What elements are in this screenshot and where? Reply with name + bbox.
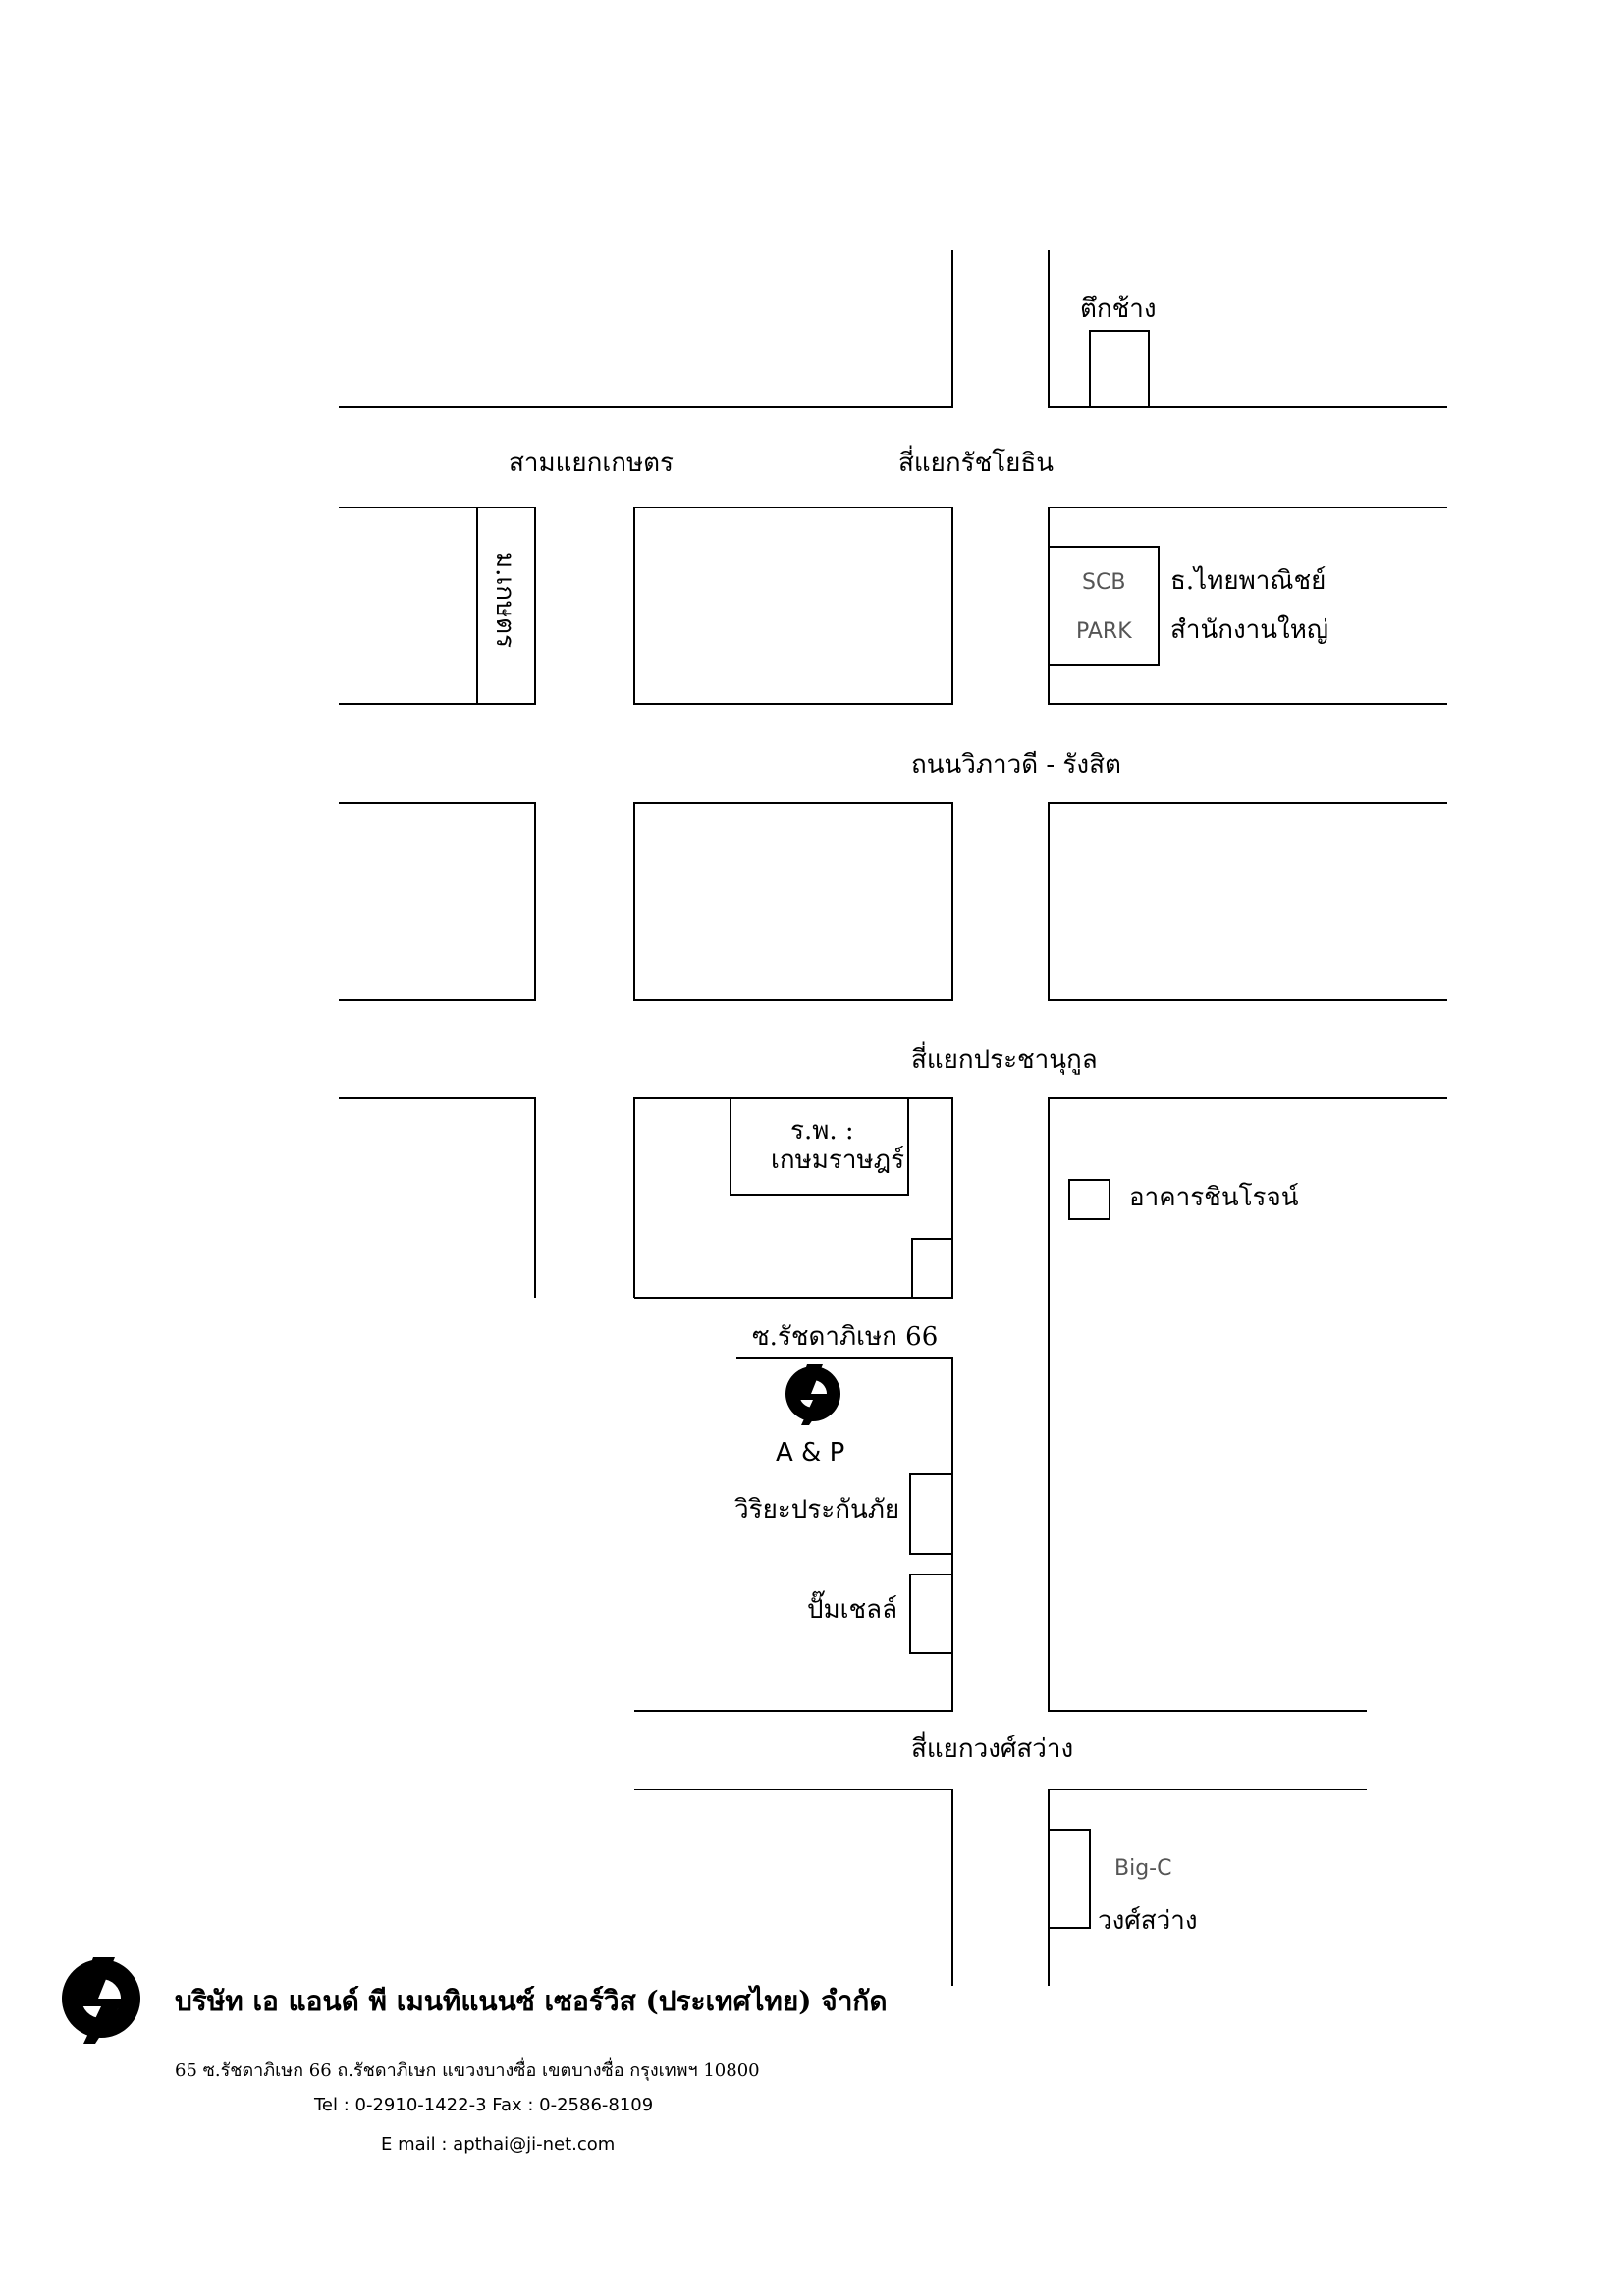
label-scb-bank-line2: สำนักงานใหญ่ xyxy=(1170,615,1328,645)
label-si-yaek-ratchayothin: สี่แยกรัชโยธิน xyxy=(898,445,1054,478)
block-bottom-left xyxy=(634,1789,953,1986)
block-row3-center xyxy=(633,802,953,1001)
label-viriyah-insurance: วิริยะประกันภัย xyxy=(734,1495,899,1524)
kasetsart-strip xyxy=(476,507,536,705)
small-building-near-soi xyxy=(911,1238,953,1299)
company-logo-icon xyxy=(62,1957,140,2044)
company-phone-fax: Tel : 0-2910-1422-3 Fax : 0-2586-8109 xyxy=(314,2095,654,2115)
block-row2-center xyxy=(633,507,953,705)
bigc-building xyxy=(1049,1829,1091,1929)
block-row3-left xyxy=(339,802,536,1001)
label-si-yaek-wong-sawang: สี่แยกวงศ์สว่าง xyxy=(911,1731,1073,1764)
block-row4-center xyxy=(633,1097,953,1299)
label-scb-park-line2: PARK xyxy=(1076,619,1132,644)
label-chinnaroj-building: อาคารชินโรจน์ xyxy=(1129,1182,1299,1212)
label-sam-yaek-kaset: สามแยกเกษตร xyxy=(509,449,674,478)
chinnaroj-building xyxy=(1068,1179,1110,1220)
label-shell-station: ปั๊มเชลล์ xyxy=(807,1590,897,1625)
scb-park-building xyxy=(1048,546,1160,666)
company-email: E mail : apthai@ji-net.com xyxy=(381,2134,616,2155)
block-bottom-right xyxy=(1048,1789,1367,1986)
company-name: บริษัท เอ แอนด์ พี เมนทิแนนซ์ เซอร์วิส (… xyxy=(175,1985,888,2017)
label-kasetsart-university: ม.เกษตร xyxy=(490,552,519,648)
block-row2-right xyxy=(1048,507,1447,705)
label-vibhavadi-rangsit-road: ถนนวิภาวดี - รังสิต xyxy=(911,750,1121,779)
company-address: 65 ซ.รัชดาภิเษก 66 ถ.รัชดาภิเษก แขวงบางซ… xyxy=(175,2060,760,2081)
label-hospital-line1: ร.พ. : xyxy=(790,1116,854,1146)
label-bigc-line2: วงศ์สว่าง xyxy=(1098,1906,1198,1936)
ap-logo-icon xyxy=(785,1364,840,1425)
viriyah-building xyxy=(909,1473,953,1555)
label-scb-bank-line1: ธ.ไทยพาณิชย์ xyxy=(1170,565,1326,596)
shell-station-building xyxy=(909,1574,953,1654)
block-row4-left xyxy=(339,1097,536,1298)
label-tuk-chang: ตึกช้าง xyxy=(1080,294,1157,324)
label-ap: A & P xyxy=(776,1438,844,1468)
block-row3-right xyxy=(1048,802,1447,1001)
block-top-left xyxy=(339,250,953,408)
block-row4-right xyxy=(1048,1097,1447,1712)
label-soi-ratchadaphisek-66: ซ.รัชดาภิเษก 66 xyxy=(752,1322,938,1352)
label-bigc-line1: Big-C xyxy=(1114,1856,1171,1881)
label-si-yaek-prachanukul: สี่แยกประชานุกูล xyxy=(911,1041,1098,1075)
kasemrad-hospital-building xyxy=(730,1097,909,1196)
tuk-chang-building xyxy=(1089,330,1150,408)
label-scb-park-line1: SCB xyxy=(1082,570,1125,595)
block-top-right xyxy=(1048,250,1447,408)
label-hospital-line2: เกษมราษฎร์ xyxy=(771,1146,904,1175)
